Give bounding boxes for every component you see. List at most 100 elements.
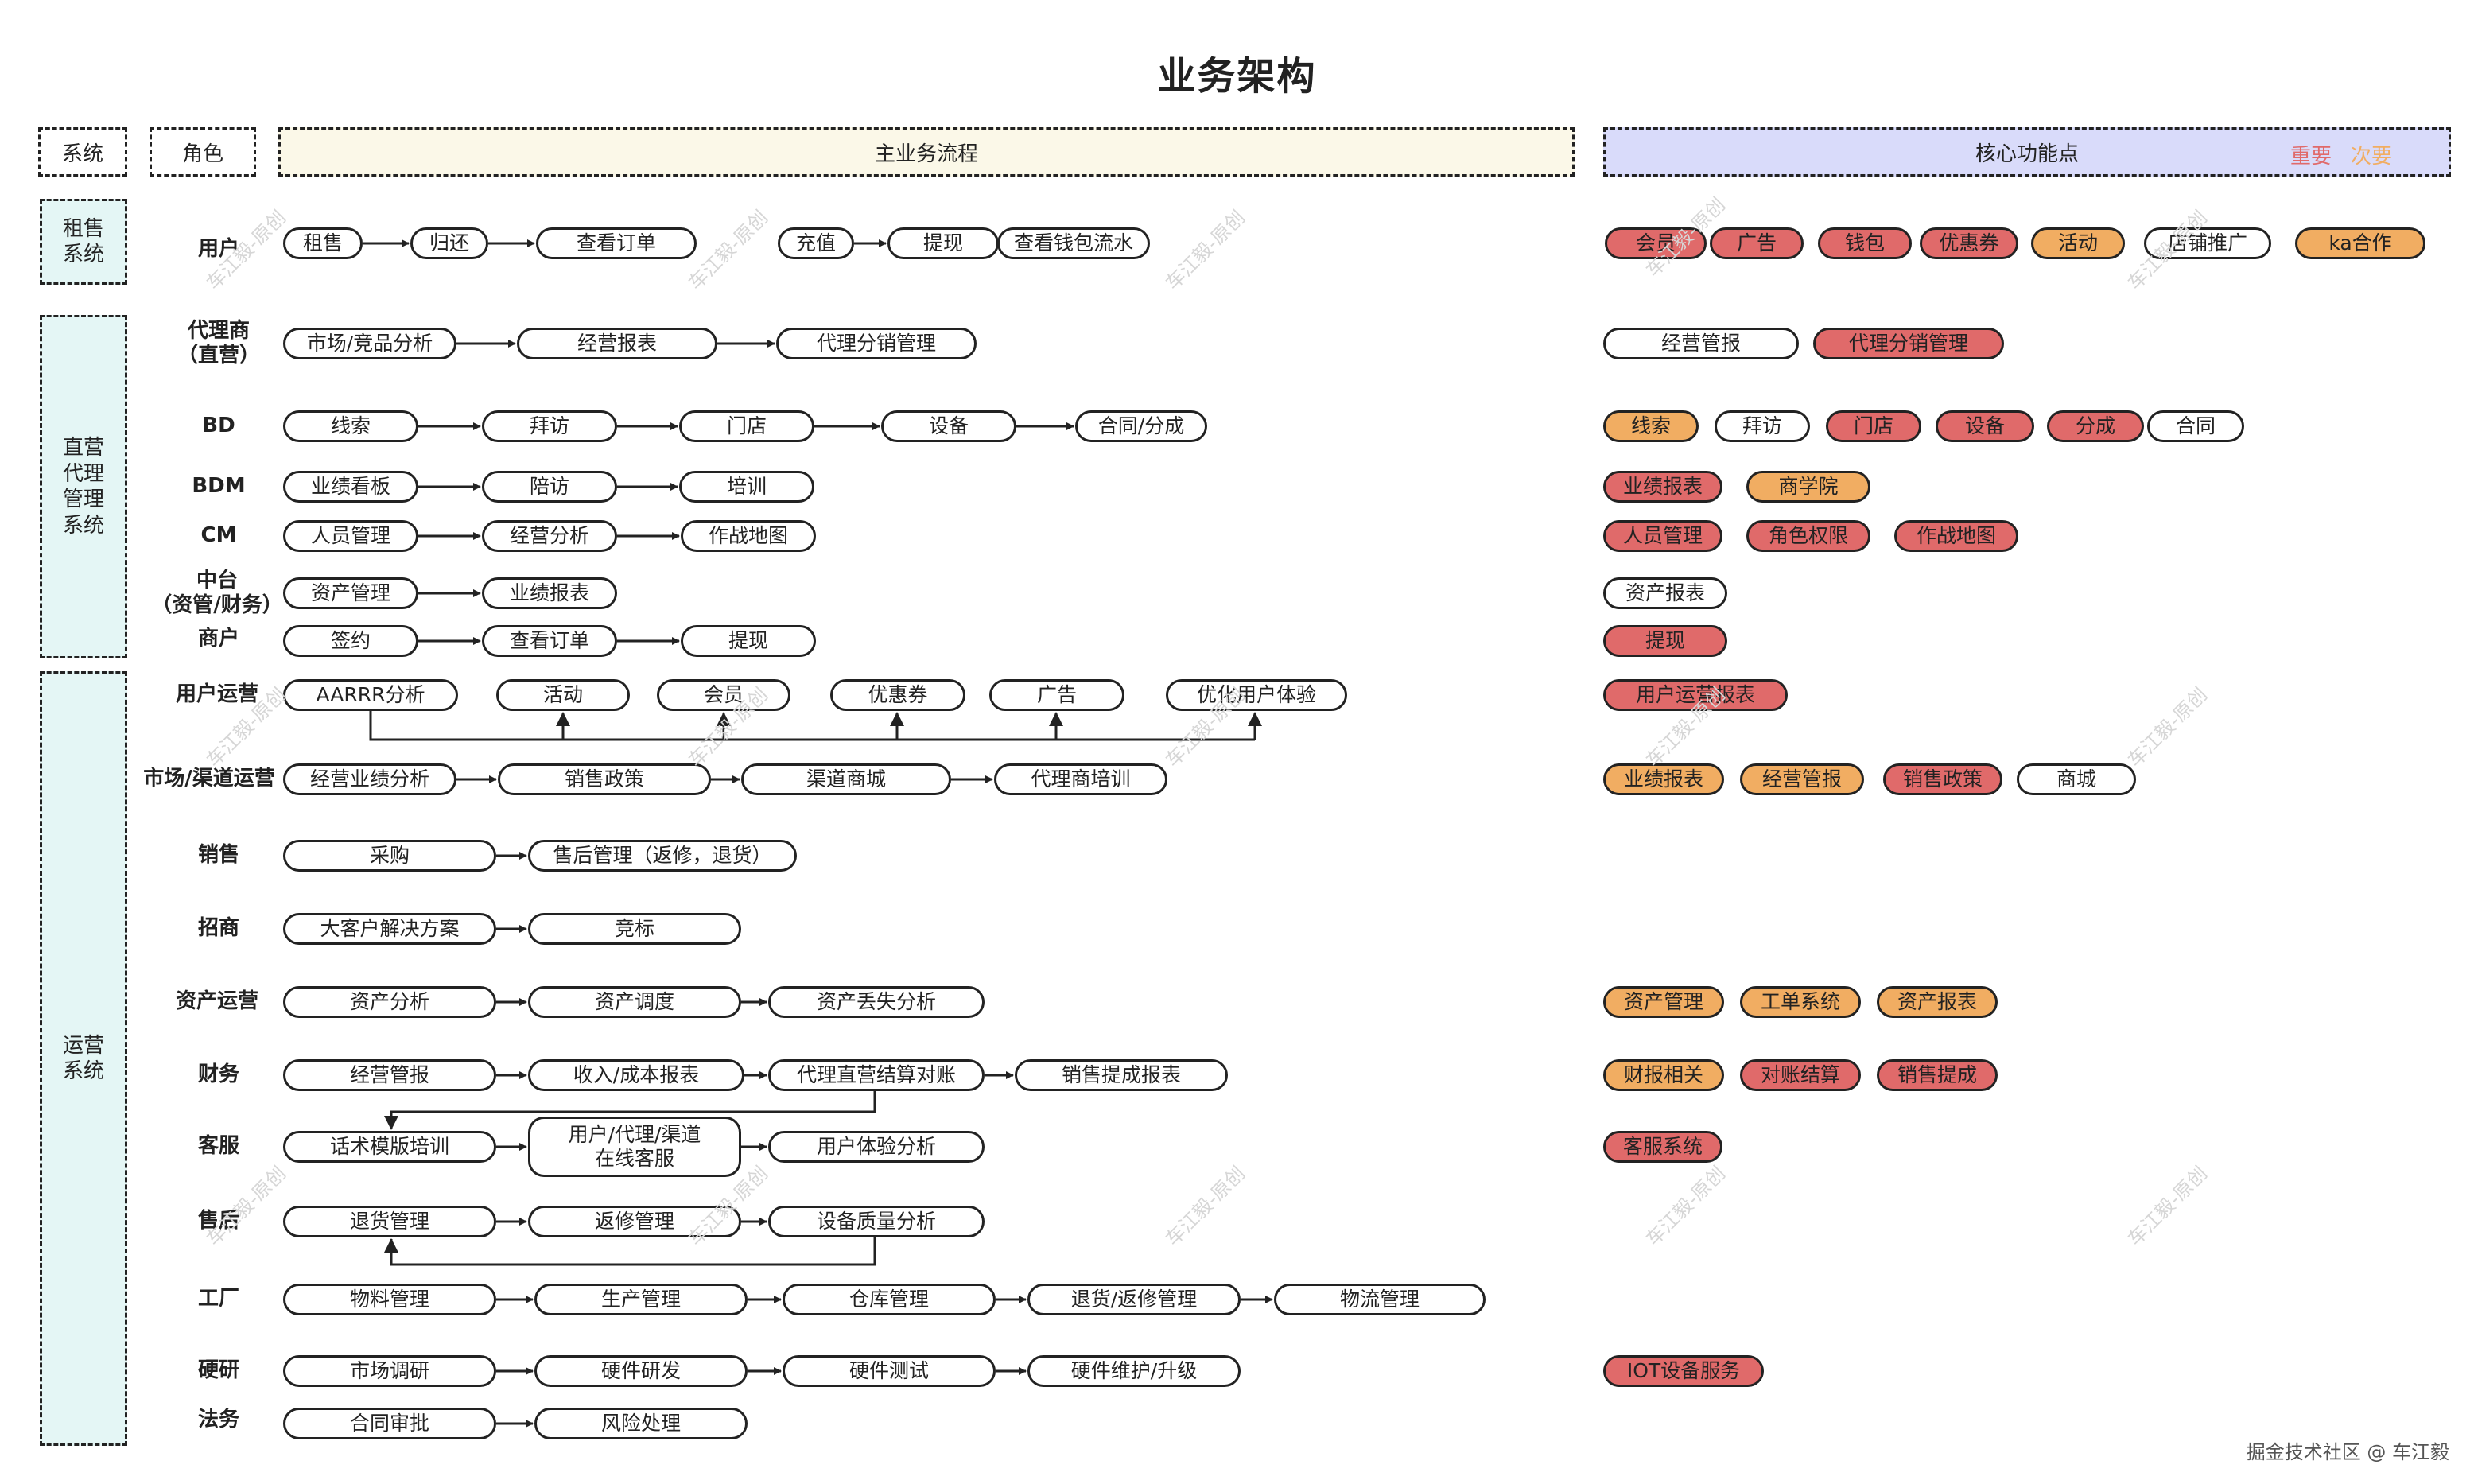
flow-agent-1[interactable]: 经营报表 (517, 328, 717, 359)
flow-merchant-1[interactable]: 查看订单 (482, 625, 617, 657)
flow-user-1[interactable]: 归还 (410, 227, 488, 259)
flow-factory-2[interactable]: 仓库管理 (783, 1284, 996, 1315)
flow-finance-1[interactable]: 收入/成本报表 (528, 1059, 744, 1091)
flow-agent-2[interactable]: 代理分销管理 (776, 328, 977, 359)
flow-market-ops-0[interactable]: 经营业绩分析 (283, 763, 456, 795)
flow-bd-4[interactable]: 合同/分成 (1075, 410, 1207, 442)
flow-cm-1[interactable]: 经营分析 (482, 520, 617, 552)
core-hardware-0[interactable]: IOT设备服务 (1603, 1355, 1764, 1387)
core-user-3[interactable]: 优惠券 (1920, 227, 2018, 259)
flow-hardware-2[interactable]: 硬件测试 (783, 1355, 996, 1387)
flow-user-ops-0[interactable]: AARRR分析 (283, 679, 458, 711)
flow-merchant-0[interactable]: 签约 (283, 625, 418, 657)
core-cm-2[interactable]: 作战地图 (1894, 520, 2018, 552)
flow-legal-0[interactable]: 合同审批 (283, 1408, 496, 1439)
core-cm-1[interactable]: 角色权限 (1746, 520, 1870, 552)
core-merchant-0[interactable]: 提现 (1603, 625, 1727, 657)
core-finance-1[interactable]: 对账结算 (1740, 1059, 1861, 1091)
flow-hardware-3[interactable]: 硬件维护/升级 (1027, 1355, 1241, 1387)
flow-agent-0[interactable]: 市场/竞品分析 (283, 328, 456, 359)
flow-hardware-0[interactable]: 市场调研 (283, 1355, 496, 1387)
flow-factory-4[interactable]: 物流管理 (1274, 1284, 1486, 1315)
flow-finance-0[interactable]: 经营管报 (283, 1059, 496, 1091)
flow-legal-1[interactable]: 风险处理 (534, 1408, 748, 1439)
core-bd-5[interactable]: 合同 (2147, 410, 2244, 442)
core-bd-3[interactable]: 设备 (1936, 410, 2034, 442)
core-market-ops-2[interactable]: 销售政策 (1883, 763, 2002, 795)
flow-user-ops-3[interactable]: 优惠券 (830, 679, 965, 711)
flow-market-ops-2[interactable]: 渠道商城 (741, 763, 951, 795)
core-user-5[interactable]: 店铺推广 (2144, 227, 2271, 259)
core-bd-1[interactable]: 拜访 (1715, 410, 1810, 442)
flow-user-4[interactable]: 提现 (887, 227, 999, 259)
core-midoffice-0[interactable]: 资产报表 (1603, 577, 1727, 609)
core-cs-0[interactable]: 客服系统 (1603, 1131, 1722, 1163)
core-user-2[interactable]: 钱包 (1818, 227, 1912, 259)
flow-cs-1[interactable]: 用户/代理/渠道 在线客服 (528, 1117, 741, 1177)
flow-bd-3[interactable]: 设备 (881, 410, 1016, 442)
flow-cm-2[interactable]: 作战地图 (681, 520, 816, 552)
flow-sales-1[interactable]: 售后管理（返修，退货） (528, 840, 797, 872)
flow-user-3[interactable]: 充值 (778, 227, 854, 259)
core-bd-0[interactable]: 线索 (1603, 410, 1699, 442)
core-market-ops-1[interactable]: 经营管报 (1740, 763, 1864, 795)
flow-user-ops-1[interactable]: 活动 (496, 679, 630, 711)
flow-asset-ops-1[interactable]: 资产调度 (528, 986, 741, 1018)
core-bdm-0[interactable]: 业绩报表 (1603, 471, 1722, 503)
core-agent-1[interactable]: 代理分销管理 (1813, 328, 2004, 359)
flow-user-2[interactable]: 查看订单 (536, 227, 697, 259)
core-asset-ops-2[interactable]: 资产报表 (1877, 986, 1998, 1018)
core-finance-0[interactable]: 财报相关 (1603, 1059, 1724, 1091)
flow-bdm-2[interactable]: 培训 (679, 471, 814, 503)
flow-asset-ops-2[interactable]: 资产丢失分析 (768, 986, 985, 1018)
flow-aftersales-0[interactable]: 退货管理 (283, 1206, 496, 1237)
core-asset-ops-1[interactable]: 工单系统 (1740, 986, 1861, 1018)
core-user-ops-0[interactable]: 用户运营报表 (1603, 679, 1788, 711)
flow-midoffice-1[interactable]: 业绩报表 (482, 577, 617, 609)
core-bd-4[interactable]: 分成 (2047, 410, 2144, 442)
core-finance-2[interactable]: 销售提成 (1877, 1059, 1998, 1091)
flow-finance-3[interactable]: 销售提成报表 (1015, 1059, 1228, 1091)
core-asset-ops-0[interactable]: 资产管理 (1603, 986, 1724, 1018)
flow-cm-0[interactable]: 人员管理 (283, 520, 418, 552)
flow-factory-0[interactable]: 物料管理 (283, 1284, 496, 1315)
flow-bd-1[interactable]: 拜访 (482, 410, 617, 442)
flow-cs-0[interactable]: 话术模版培训 (283, 1131, 496, 1163)
flow-finance-2[interactable]: 代理直营结算对账 (768, 1059, 985, 1091)
flow-aftersales-2[interactable]: 设备质量分析 (768, 1206, 985, 1237)
core-agent-0[interactable]: 经营管报 (1603, 328, 1799, 359)
flow-user-0[interactable]: 租售 (283, 227, 363, 259)
flow-bizdev-0[interactable]: 大客户解决方案 (283, 913, 496, 945)
core-user-0[interactable]: 会员 (1605, 227, 1707, 259)
flow-cs-2[interactable]: 用户体验分析 (768, 1131, 985, 1163)
core-market-ops-3[interactable]: 商城 (2017, 763, 2136, 795)
core-market-ops-0[interactable]: 业绩报表 (1603, 763, 1724, 795)
flow-merchant-2[interactable]: 提现 (681, 625, 816, 657)
core-user-4[interactable]: 活动 (2031, 227, 2125, 259)
flow-sales-0[interactable]: 采购 (283, 840, 496, 872)
flow-bd-2[interactable]: 门店 (679, 410, 814, 442)
core-bdm-1[interactable]: 商学院 (1746, 471, 1870, 503)
flow-bizdev-1[interactable]: 竞标 (528, 913, 741, 945)
flow-bd-0[interactable]: 线索 (283, 410, 418, 442)
flow-aftersales-1[interactable]: 返修管理 (528, 1206, 741, 1237)
role-cs: 客服 (197, 1134, 239, 1159)
flow-user-ops-4[interactable]: 广告 (989, 679, 1124, 711)
flow-user-ops-5[interactable]: 优化用户体验 (1166, 679, 1347, 711)
core-user-1[interactable]: 广告 (1710, 227, 1804, 259)
flow-midoffice-0[interactable]: 资产管理 (283, 577, 418, 609)
flow-user-5[interactable]: 查看钱包流水 (997, 227, 1150, 259)
flow-factory-3[interactable]: 退货/返修管理 (1027, 1284, 1241, 1315)
flow-bdm-1[interactable]: 陪访 (482, 471, 617, 503)
flow-user-ops-2[interactable]: 会员 (657, 679, 790, 711)
flow-market-ops-3[interactable]: 代理商培训 (994, 763, 1167, 795)
flow-bdm-0[interactable]: 业绩看板 (283, 471, 418, 503)
flow-factory-1[interactable]: 生产管理 (534, 1284, 748, 1315)
core-cm-0[interactable]: 人员管理 (1603, 520, 1722, 552)
flow-hardware-1[interactable]: 硬件研发 (534, 1355, 748, 1387)
core-user-6[interactable]: ka合作 (2295, 227, 2425, 259)
flow-market-ops-1[interactable]: 销售政策 (498, 763, 711, 795)
flow-asset-ops-0[interactable]: 资产分析 (283, 986, 496, 1018)
aftersales-feedback-arrow (384, 1237, 876, 1266)
core-bd-2[interactable]: 门店 (1826, 410, 1921, 442)
